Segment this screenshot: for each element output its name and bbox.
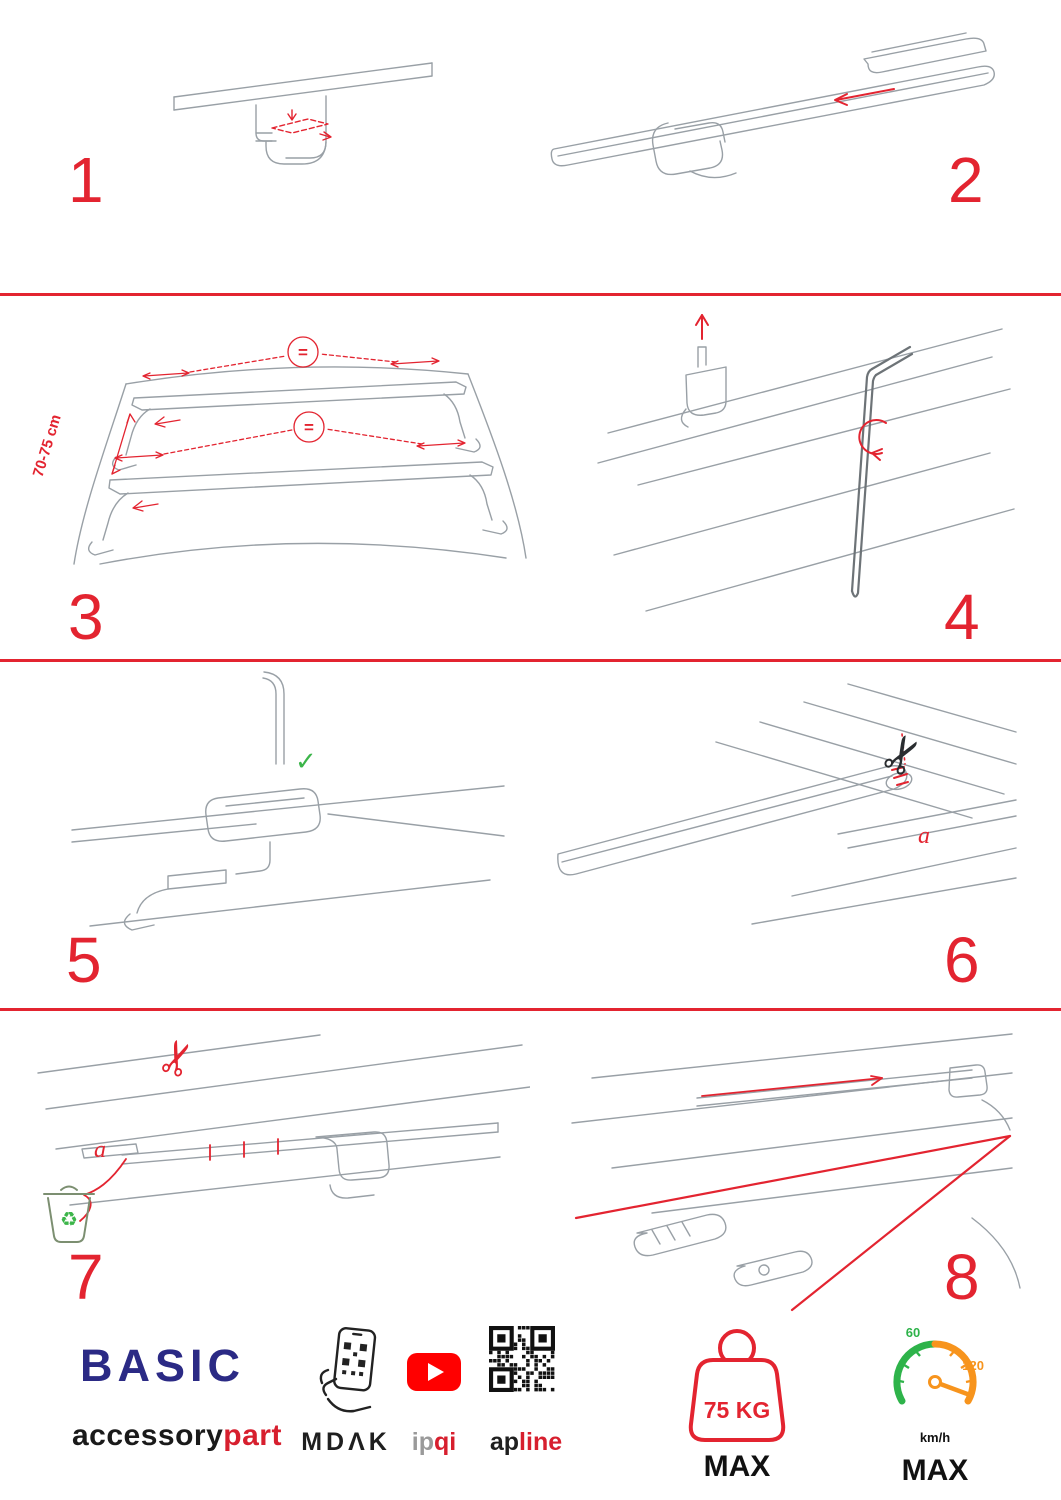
step-8-number: 8 xyxy=(944,1241,980,1313)
step-5-number: 5 xyxy=(66,924,102,996)
step-4-illustration xyxy=(590,305,1020,650)
qr-code xyxy=(489,1326,555,1392)
step-5-illustration xyxy=(60,668,510,950)
speed-high-label: 120 xyxy=(962,1358,984,1373)
accessorypart-red: part xyxy=(223,1419,282,1452)
check-icon: ✓ xyxy=(295,746,317,776)
max-load-label: MAX xyxy=(703,1450,771,1483)
step-2-number: 2 xyxy=(948,144,984,216)
mdak-wordmark: MDΛK xyxy=(301,1428,391,1456)
step-6-illustration xyxy=(552,682,1017,947)
speed-unit-label: km/h xyxy=(919,1430,951,1445)
basic-logo: BASIC xyxy=(80,1340,246,1391)
ipqi-wordmark: ipqi xyxy=(411,1428,457,1456)
hex-key-tool xyxy=(850,345,914,598)
equal-badge-top: = xyxy=(298,343,308,362)
step-2-illustration xyxy=(542,25,1017,215)
accessorypart-black: accessory xyxy=(72,1419,224,1452)
equal-badge-bottom: = xyxy=(304,418,314,437)
recycle-icon: ♻ xyxy=(60,1209,78,1231)
speedometer-icon: 60 120 xyxy=(883,1326,987,1426)
apline-wordmark: apline xyxy=(489,1428,563,1456)
step-3-number: 3 xyxy=(68,581,104,653)
step-1-number: 1 xyxy=(68,144,104,216)
separator-line-1 xyxy=(0,293,1061,296)
step-7-number: 7 xyxy=(68,1241,104,1313)
youtube-icon xyxy=(406,1352,462,1392)
separator-line-2 xyxy=(0,659,1061,662)
step-8-illustration xyxy=(552,1018,1022,1313)
step-6-number: 6 xyxy=(944,924,980,996)
step-3-illustration: = = xyxy=(30,312,560,584)
step-1-illustration xyxy=(168,50,438,245)
strip-label-a: a xyxy=(918,823,930,849)
trash-bin-icon: ♻ xyxy=(38,1180,102,1246)
phone-qr-scan-icon xyxy=(312,1325,392,1419)
max-load-weight-icon: 75 KG xyxy=(677,1322,797,1446)
max-load-value: 75 KG xyxy=(704,1397,770,1423)
separator-line-3 xyxy=(0,1008,1061,1011)
accessorypart-wordmark: accessorypart xyxy=(72,1419,282,1453)
max-speed-label: MAX xyxy=(901,1454,969,1487)
strip-label-a: a xyxy=(94,1137,106,1163)
step-4-number: 4 xyxy=(944,581,980,653)
speed-low-label: 60 xyxy=(906,1326,920,1340)
